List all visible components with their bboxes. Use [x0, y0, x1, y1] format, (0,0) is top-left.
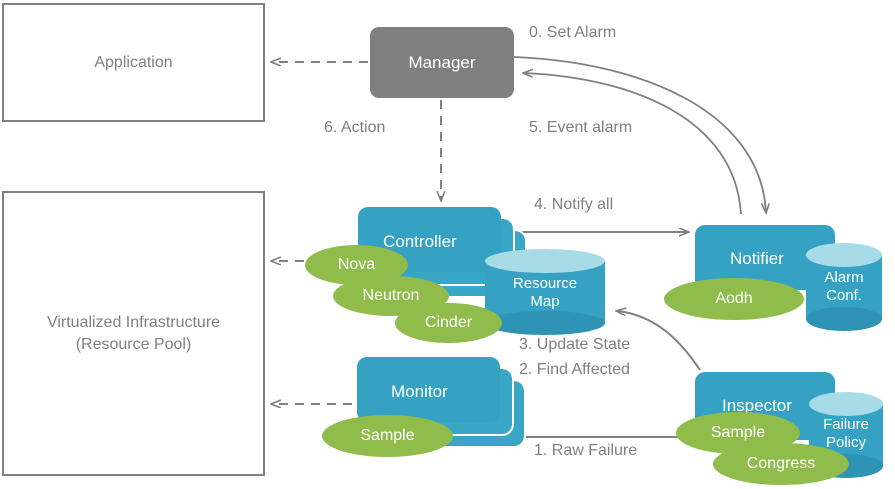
edge-label-action: 6. Action [324, 119, 386, 136]
alarm-conf-caption: Alarm Conf. [806, 269, 882, 305]
inspector-label: Inspector [722, 396, 792, 415]
cylinder-top [806, 243, 882, 267]
infrastructure-label-line2: (Resource Pool) [75, 335, 192, 353]
failure-policy-caption: Failure Policy [809, 416, 883, 452]
project-oval-congress[interactable]: Congress [713, 443, 849, 485]
application-box: Application [2, 3, 265, 122]
monitor-sample-label: Sample [360, 427, 415, 444]
alarm-conf-line1: Alarm [824, 269, 864, 286]
cylinder-bottom [485, 311, 605, 335]
edge-label-find-affected: 2. Find Affected [519, 361, 630, 378]
edge-label-event-alarm: 5. Event alarm [529, 119, 633, 136]
inspector-sample-label: Sample [710, 424, 766, 441]
manager-box[interactable]: Manager [370, 27, 514, 98]
cylinder-bottom [806, 307, 882, 331]
project-oval-cinder[interactable]: Cinder [395, 303, 502, 343]
edge-event-alarm [524, 73, 742, 215]
alarm-conf-line2: Conf. [826, 287, 862, 304]
edge-update-state-find-affected [617, 311, 701, 371]
cylinder-top [809, 392, 883, 416]
resource-map-cylinder[interactable]: Resource Map [485, 249, 605, 335]
manager-label: Manager [408, 52, 476, 72]
resource-map-line2: Map [530, 293, 560, 310]
edge-label-update-state: 3. Update State [519, 336, 631, 353]
resource-map-line1: Resource [512, 275, 578, 292]
failure-policy-line1: Failure [823, 416, 869, 433]
alarm-conf-cylinder[interactable]: Alarm Conf. [806, 243, 882, 331]
controller-label: Controller [383, 232, 457, 251]
edge-label-raw-failure: 1. Raw Failure [534, 442, 638, 459]
application-label: Application [94, 53, 173, 71]
congress-label: Congress [746, 455, 816, 472]
edge-label-set-alarm: 0. Set Alarm [529, 24, 617, 41]
edge-set-alarm [513, 56, 766, 212]
cylinder-top [485, 249, 605, 273]
edge-label-notify-all: 4. Notify all [534, 196, 614, 213]
project-oval-neutron[interactable]: Neutron [333, 276, 449, 316]
aodh-label: Aodh [715, 290, 753, 307]
cinder-label: Cinder [424, 314, 473, 331]
resource-map-caption: Resource Map [485, 275, 605, 311]
project-oval-monitor-sample[interactable]: Sample [322, 415, 453, 457]
notifier-label: Notifier [730, 249, 784, 268]
nova-label: Nova [337, 256, 376, 273]
infrastructure-box: Virtualized Infrastructure (Resource Poo… [2, 191, 265, 476]
project-oval-aodh[interactable]: Aodh [664, 278, 804, 320]
failure-policy-line2: Policy [825, 434, 866, 451]
neutron-label: Neutron [362, 287, 420, 304]
monitor-box[interactable] [357, 357, 500, 422]
infrastructure-label-line1: Virtualized Infrastructure [46, 313, 221, 331]
monitor-label: Monitor [391, 382, 448, 401]
